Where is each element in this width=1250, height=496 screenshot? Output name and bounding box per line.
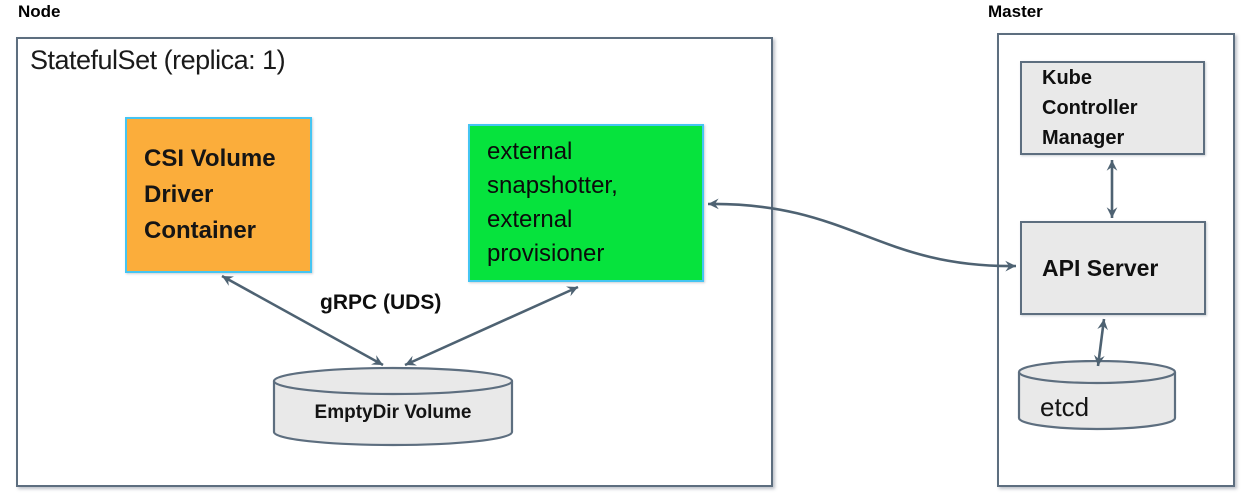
api-server-box: API Server (1020, 221, 1206, 315)
emptydir-cylinder (272, 366, 514, 447)
emptydir-label: EmptyDir Volume (314, 402, 472, 423)
csi-driver-label: CSI Volume Driver Container (144, 145, 276, 244)
api-server-label: API Server (1042, 254, 1159, 281)
etcd-cylinder (1017, 360, 1177, 431)
kube-controller-manager-box: Kube Controller Manager (1020, 61, 1205, 155)
statefulset-title: StatefulSet (replica: 1) (30, 45, 286, 75)
csi-driver-box: CSI Volume Driver Container (125, 117, 312, 273)
master-label: Master (988, 2, 1043, 21)
external-sidecars-box: external snapshotter, external provision… (468, 124, 704, 282)
kube-controller-manager-label: Kube Controller Manager (1042, 67, 1138, 149)
external-sidecars-label: external snapshotter, external provision… (487, 138, 618, 267)
grpc-uds-label: gRPC (UDS) (320, 291, 442, 314)
etcd-label: etcd (1040, 392, 1090, 422)
node-label: Node (18, 2, 61, 21)
